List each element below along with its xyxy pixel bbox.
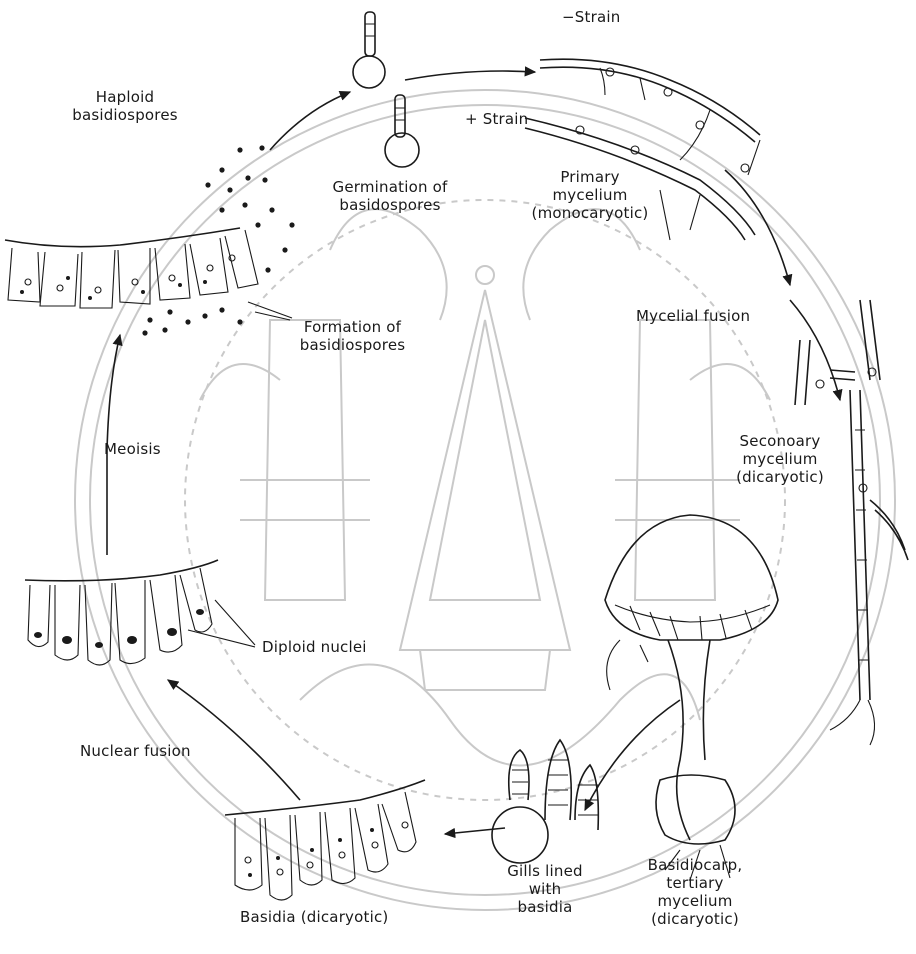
label-basidiocarp-line3: mycelium [630,892,760,910]
basidiospores [142,145,294,335]
arrow-gills-to-basidia [445,828,505,834]
label-gills-line2: with [490,880,600,898]
label-basidiocarp: Basidiocarp, tertiary mycelium (dicaryot… [630,856,760,928]
label-meiosis: Meoisis [104,440,161,458]
arrow-mushroom-to-gills [585,700,680,810]
diploid-basidia [25,560,255,665]
label-germination: Germination of basidospores [320,178,460,214]
label-basidiocarp-line1: Basidiocarp, [630,856,760,874]
label-minus-strain: −Strain [562,8,620,26]
arrow-primary-to-fusion [725,170,790,285]
label-haploid-line1: Haploid [50,88,200,106]
label-gills-line3: basidia [490,898,600,916]
spore-forming-basidia [5,228,292,320]
germinating-spores [353,12,419,167]
label-germination-line2: basidospores [320,196,460,214]
label-gills: Gills lined with basidia [490,862,600,916]
label-secondary-line2: mycelium [725,450,835,468]
label-secondary-line1: Seconoary [725,432,835,450]
label-germination-line1: Germination of [320,178,460,196]
label-secondary-line3: (dicaryotic) [725,468,835,486]
label-formation-line1: Formation of [290,318,415,336]
label-haploid-basidiospores: Haploid basidiospores [50,88,200,124]
watermark-seal [75,90,895,910]
label-plus-strain: + Strain [465,110,528,128]
label-primary-mycelium: Primary mycelium (monocaryotic) [525,168,655,222]
label-nuclear-fusion: Nuclear fusion [80,742,191,760]
label-primary-line1: Primary [525,168,655,186]
label-gills-line1: Gills lined [490,862,600,880]
label-basidiocarp-line4: (dicaryotic) [630,910,760,928]
label-mycelial-fusion: Mycelial fusion [636,307,750,325]
label-formation-basidiospores: Formation of basidiospores [290,318,415,354]
secondary-mycelium [795,300,908,745]
label-haploid-line2: basidiospores [50,106,200,124]
label-primary-line2: mycelium [525,186,655,204]
label-diploid-nuclei: Diploid nuclei [262,638,367,656]
label-primary-line3: (monocaryotic) [525,204,655,222]
gills-with-basidia [492,740,598,863]
arrow-germination-to-primary [405,71,535,80]
label-formation-line2: basidiospores [290,336,415,354]
arrow-spores-to-germination [270,92,350,150]
label-basidia: Basidia (dicaryotic) [240,908,388,926]
label-secondary-mycelium: Seconoary mycelium (dicaryotic) [725,432,835,486]
label-basidiocarp-line2: tertiary [630,874,760,892]
arrow-fusion-to-secondary [790,300,840,400]
